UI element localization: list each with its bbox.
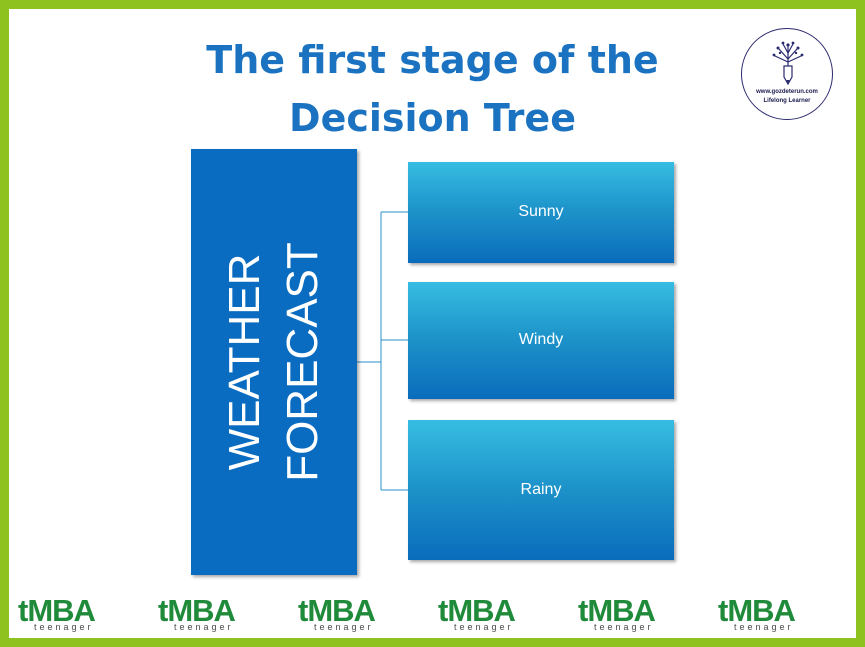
footer-brand-strip: tMBA teenager tMBA teenager tMBA teenage… [9, 594, 856, 638]
brand-logo: tMBA teenager [572, 594, 692, 638]
brand-name: tMBA [578, 593, 656, 628]
root-node-text: WEATHER FORECAST [216, 242, 332, 482]
branch-node-windy: Windy [408, 282, 674, 399]
brand-name: tMBA [438, 593, 516, 628]
brand-logo: tMBA teenager [292, 594, 412, 638]
brand-sub: teenager [314, 622, 374, 632]
branch-label-windy: Windy [518, 331, 564, 348]
brand-logo: tMBA teenager [12, 594, 132, 638]
brand-sub: teenager [594, 622, 654, 632]
root-node-weather-forecast: WEATHER FORECAST [191, 149, 357, 575]
branch-node-rainy: Rainy [408, 420, 674, 560]
brand-sub: teenager [174, 622, 234, 632]
branch-node-sunny: Sunny [408, 162, 674, 263]
brand-logo: tMBA teenager [152, 594, 272, 638]
root-line-1: WEATHER [220, 253, 269, 471]
brand-name: tMBA [158, 593, 236, 628]
brand-sub: teenager [734, 622, 794, 632]
title-line-2: Decision Tree [289, 96, 576, 140]
branch-label-sunny: Sunny [518, 203, 564, 220]
brand-sub: teenager [34, 622, 94, 632]
brand-name: tMBA [298, 593, 376, 628]
tree-pencil-icon [772, 41, 804, 86]
brand-logo: tMBA teenager [712, 594, 832, 638]
slide: The first stage of the Decision Tree [9, 9, 856, 638]
tree-connector [357, 211, 408, 491]
brand-sub: teenager [454, 622, 514, 632]
logo-url: www.gozdeterun.com [756, 89, 818, 95]
title-line-1: The first stage of the [206, 38, 659, 82]
branch-label-rainy: Rainy [520, 481, 562, 498]
slide-title: The first stage of the Decision Tree [9, 31, 856, 147]
root-line-2: FORECAST [278, 242, 327, 482]
site-logo: www.gozdeterun.com Lifelong Learner [741, 28, 833, 120]
logo-tagline: Lifelong Learner [763, 98, 811, 104]
brand-name: tMBA [18, 593, 96, 628]
brand-logo: tMBA teenager [432, 594, 552, 638]
brand-name: tMBA [718, 593, 796, 628]
